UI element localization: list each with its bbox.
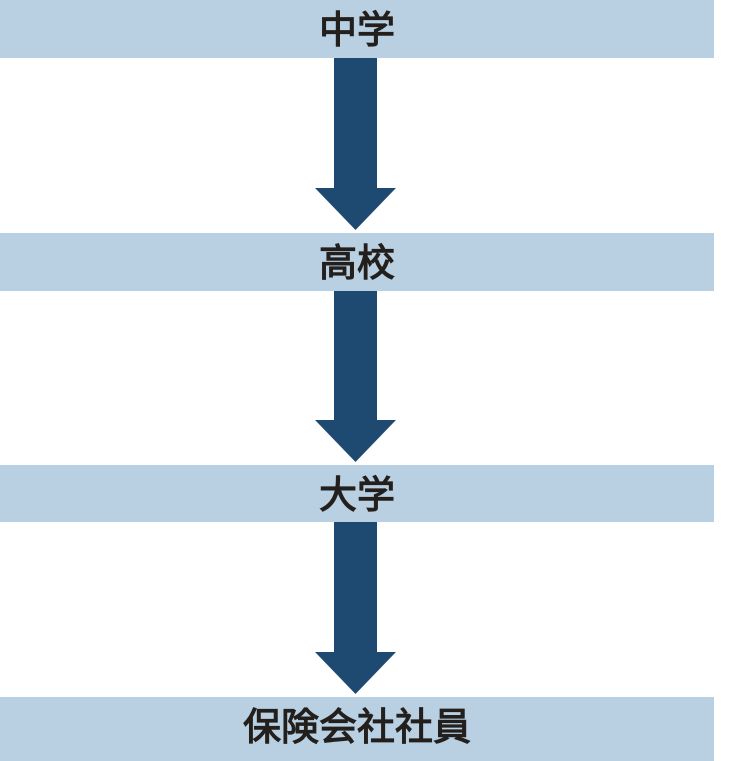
flow-node-chugaku[interactable]: 中学 bbox=[0, 0, 714, 58]
flow-node-daigaku[interactable]: 大学 bbox=[0, 465, 714, 522]
down-arrow-icon bbox=[315, 58, 396, 230]
down-arrow-icon bbox=[315, 291, 396, 462]
flow-node-hoken-gaisha-shain[interactable]: 保険会社社員 bbox=[0, 697, 714, 761]
down-arrow-icon bbox=[315, 522, 396, 694]
flow-node-koko[interactable]: 高校 bbox=[0, 233, 714, 291]
flow-node-label: 中学 bbox=[318, 8, 395, 52]
flow-node-label: 高校 bbox=[318, 241, 395, 285]
flow-node-label: 大学 bbox=[318, 472, 395, 517]
flow-node-label: 保険会社社員 bbox=[242, 705, 471, 749]
